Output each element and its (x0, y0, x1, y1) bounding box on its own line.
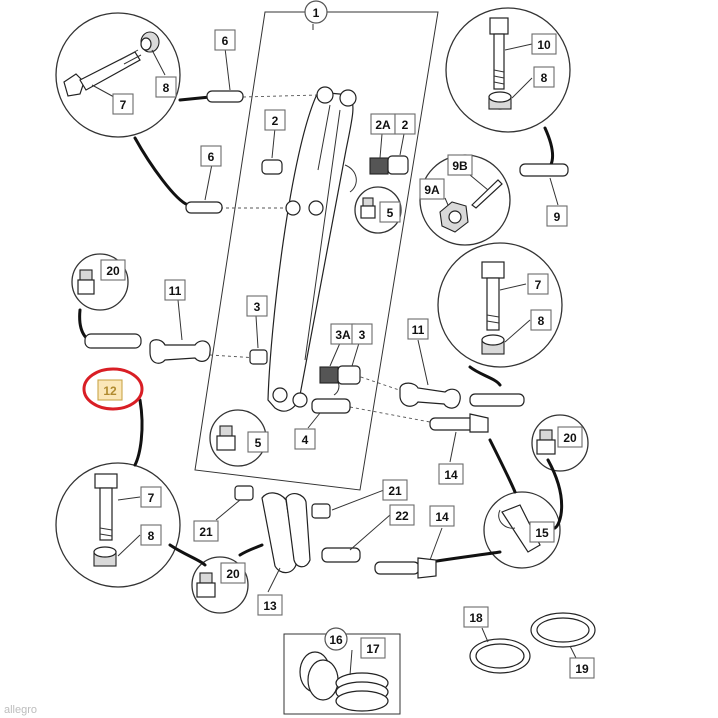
boom-frame (194, 11, 439, 491)
callout-8: 8 (155, 76, 177, 98)
callout-text: 17 (366, 642, 380, 656)
callout-11: 11 (407, 318, 429, 340)
callout-text: 8 (541, 71, 548, 85)
callout-text: 9A (424, 183, 440, 197)
callout-text: 8 (148, 529, 155, 543)
callout-text: 2A (375, 118, 391, 132)
callout-15: 15 (529, 521, 555, 543)
callout-1: 1 (304, 0, 328, 24)
callout-7: 7 (527, 273, 549, 295)
callout-text: 8 (163, 81, 170, 95)
callout-9b: 9B (447, 154, 473, 176)
callout-7: 7 (140, 486, 162, 508)
callout-text: 2 (402, 118, 409, 132)
callout-text: 2 (272, 114, 279, 128)
callout-text: 20 (106, 264, 120, 278)
callout-text: 14 (444, 468, 458, 482)
callout-20: 20 (220, 562, 246, 584)
callout-3: 3 (246, 295, 268, 317)
leader-lines (91, 24, 578, 676)
detail-circle-bolt-nut-topleft (55, 12, 181, 138)
callout-text: 20 (563, 431, 577, 445)
callout-text: 5 (387, 206, 394, 220)
callout-2a: 2A (370, 113, 396, 135)
pin-lock-circle-15 (483, 491, 561, 569)
callout-14: 14 (429, 505, 455, 527)
callout-5: 5 (379, 201, 401, 223)
callout-text: 7 (120, 98, 127, 112)
callout-text: 22 (395, 509, 409, 523)
watermark: allegro (4, 704, 37, 716)
callout-text: 16 (329, 633, 343, 647)
callout-20: 20 (557, 426, 583, 448)
callout-text: 8 (538, 314, 545, 328)
callout-3: 3 (351, 323, 373, 345)
callout-text: 7 (535, 278, 542, 292)
callout-text: 11 (169, 284, 182, 298)
callout-8: 8 (140, 524, 162, 546)
callout-text: 19 (575, 662, 589, 676)
detail-circle-nut-pin (419, 154, 511, 246)
loose-parts (84, 90, 596, 715)
callout-8: 8 (533, 66, 555, 88)
callout-3a: 3A (330, 323, 356, 345)
callout-text: 21 (199, 525, 213, 539)
callout-text: 14 (435, 510, 449, 524)
callout-text: 15 (535, 526, 549, 540)
callout-text: 9 (554, 210, 561, 224)
callout-text: 7 (148, 491, 155, 505)
callout-text: 3 (359, 328, 366, 342)
callout-8: 8 (530, 309, 552, 331)
callout-text: 9B (452, 159, 468, 173)
callout-text: 12 (103, 384, 117, 398)
callout-21: 21 (382, 479, 408, 501)
callout-10: 10 (531, 33, 557, 55)
callout-11: 11 (164, 279, 186, 301)
callout-13: 13 (257, 594, 283, 616)
callout-7: 7 (112, 93, 134, 115)
callout-text: 11 (412, 323, 425, 337)
callout-text: 5 (255, 436, 262, 450)
callout-text: 18 (469, 611, 483, 625)
callout-9: 9 (546, 205, 568, 227)
callout-2: 2 (264, 109, 286, 131)
callout-16: 16 (324, 627, 348, 651)
callout-17: 17 (360, 637, 386, 659)
callout-5: 5 (247, 431, 269, 453)
callout-text: 20 (226, 567, 240, 581)
callout-4: 4 (294, 428, 316, 450)
callout-text: 3A (335, 328, 351, 342)
callout-19: 19 (569, 657, 595, 679)
callout-text: 13 (263, 599, 277, 613)
callout-2: 2 (394, 113, 416, 135)
callout-22: 22 (389, 504, 415, 526)
callout-text: 6 (222, 34, 229, 48)
callout-text: 4 (302, 433, 309, 447)
callout-9a: 9A (419, 178, 445, 200)
callout-text: 1 (313, 6, 320, 20)
callout-6: 6 (214, 29, 236, 51)
callout-12: 12 (97, 379, 123, 401)
highlight-ellipse-12 (82, 367, 144, 411)
callout-text: 10 (537, 38, 551, 52)
callout-14: 14 (438, 463, 464, 485)
callout-6: 6 (200, 145, 222, 167)
callout-18: 18 (463, 606, 489, 628)
detail-circle-bolt-nut-right (437, 242, 563, 368)
callout-text: 21 (388, 484, 402, 498)
callout-21: 21 (193, 520, 219, 542)
callout-20: 20 (100, 259, 126, 281)
callout-text: 6 (208, 150, 215, 164)
callout-text: 3 (254, 300, 261, 314)
